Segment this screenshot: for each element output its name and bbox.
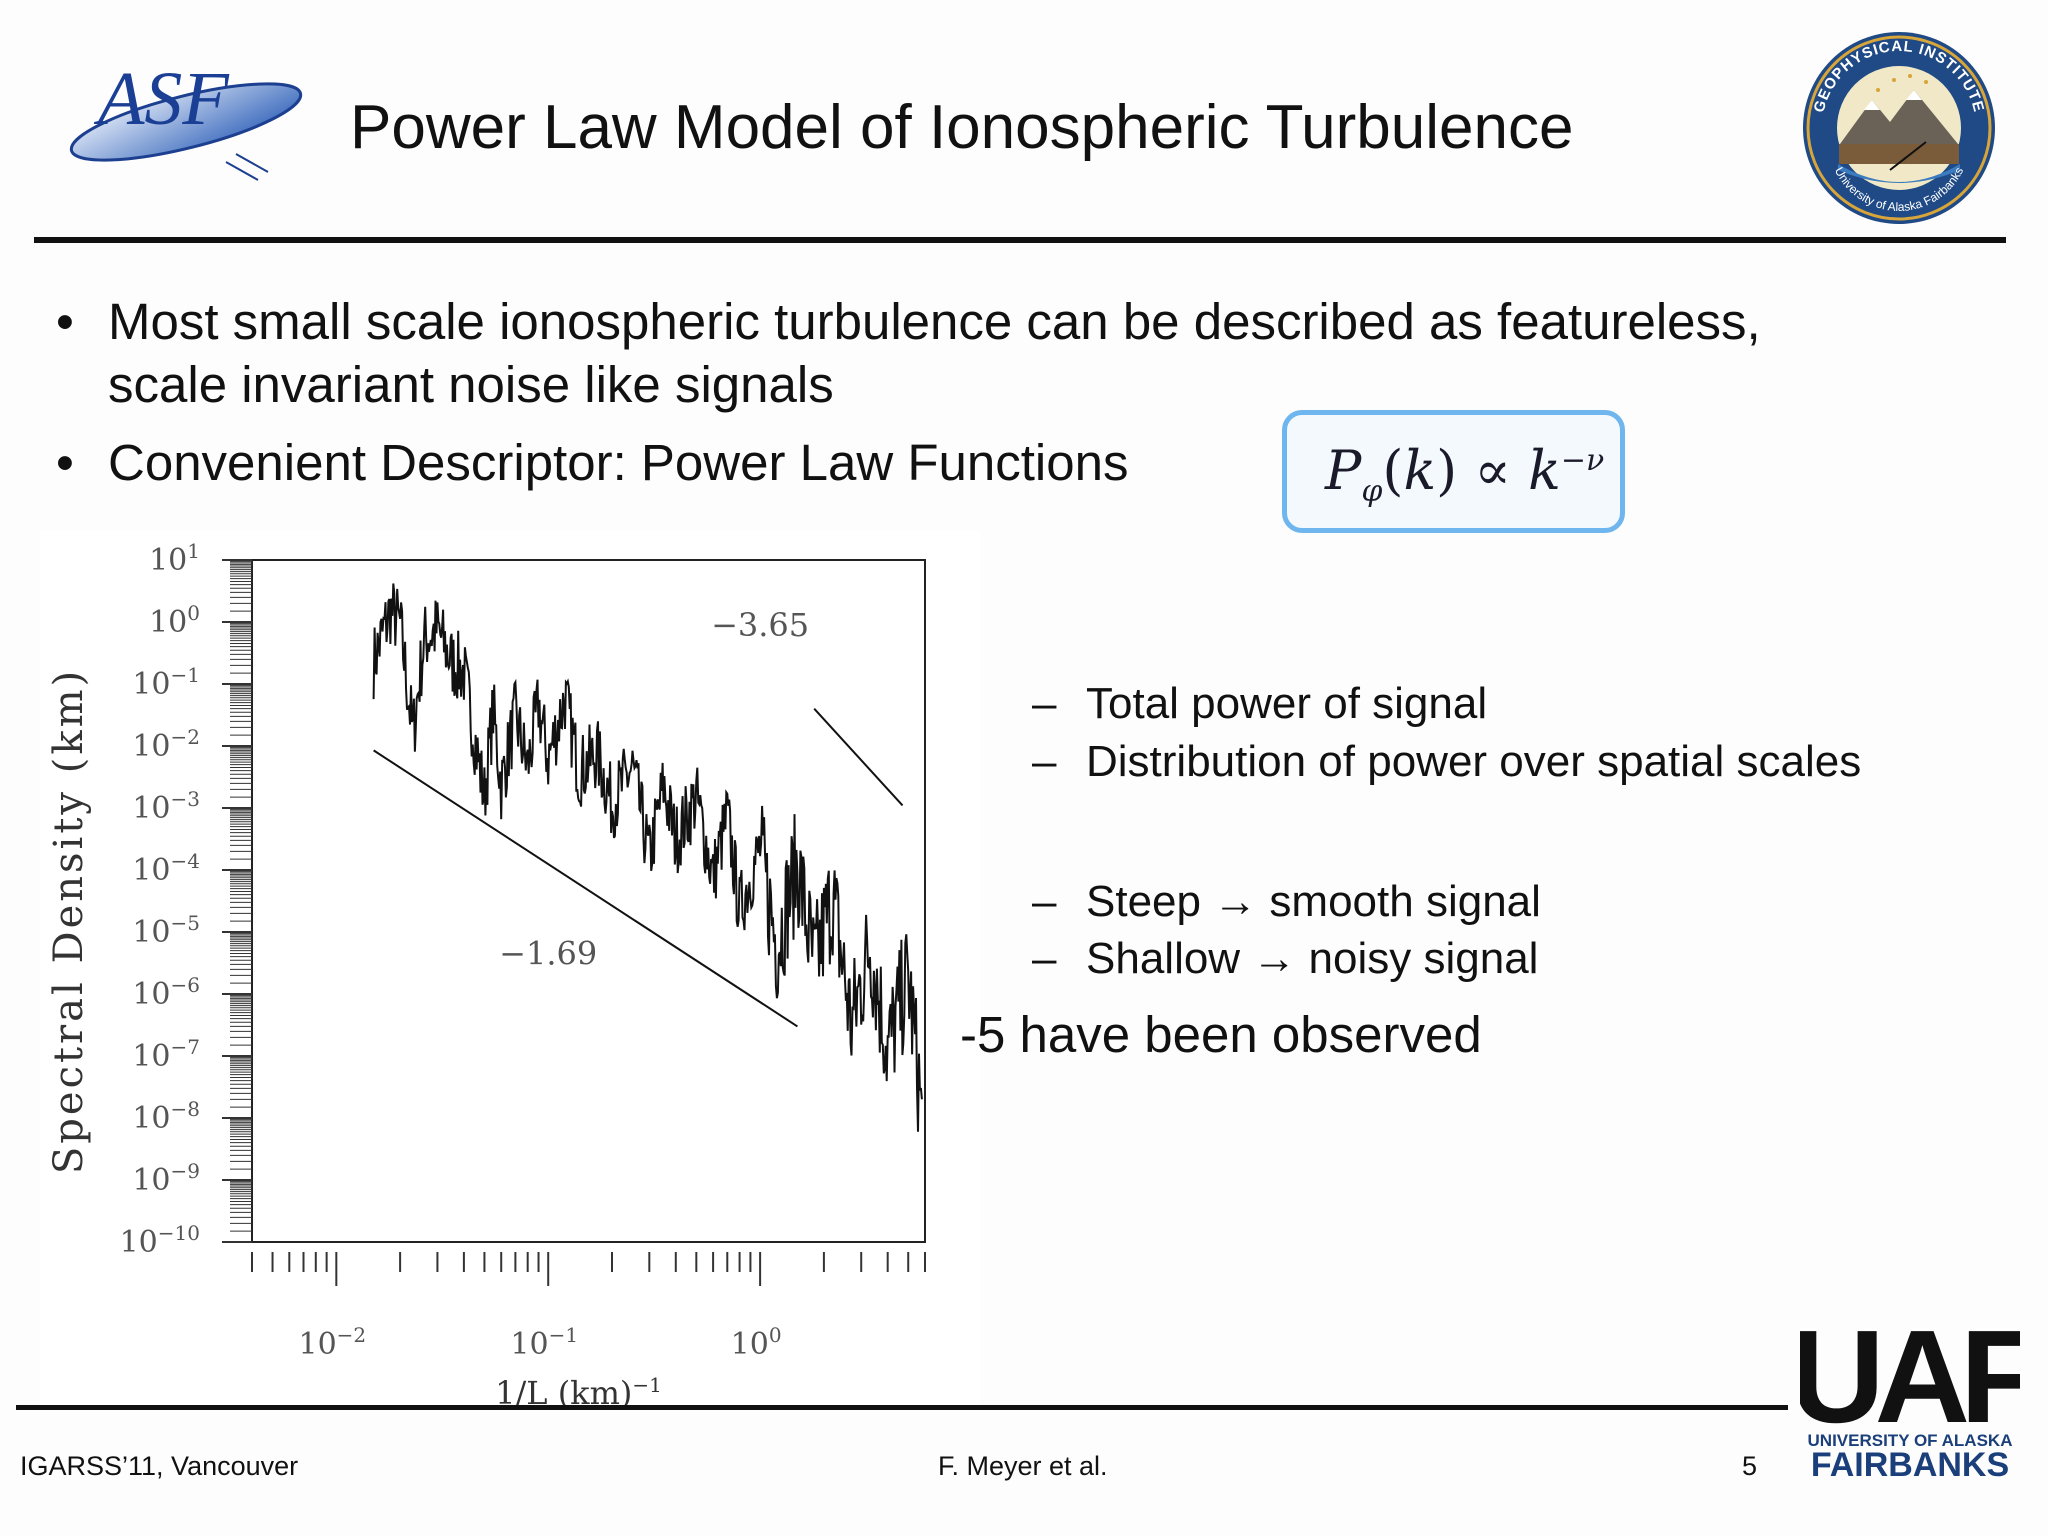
y-tick-label: 10−6 (132, 973, 200, 1012)
formula-k2: k (1528, 439, 1561, 502)
y-tick-label: 10−5 (132, 911, 200, 950)
x-tick-label: 100 (731, 1323, 782, 1362)
spectral-density-series (372, 583, 923, 1132)
y-tick-label: 10−1 (132, 663, 200, 702)
sub-item-text: Shallow → noisy signal (1086, 934, 1539, 983)
sub-item-text: Steep → smooth signal (1086, 877, 1541, 926)
y-tick-label: 10−7 (132, 1035, 200, 1074)
footer-conference: IGARSS’11, Vancouver (20, 1451, 299, 1481)
y-tick-label: 10−8 (132, 1097, 200, 1136)
plot-frame (251, 559, 926, 1243)
sub-item-text: Distribution of power over spatial scale… (1086, 737, 1862, 786)
y-tick-label: 10−3 (132, 787, 200, 826)
asf-logo-text: ASF (93, 57, 230, 141)
observed-text-fragment: -5 have been observed (960, 1006, 1482, 1063)
slope-annotation: −3.65 (711, 606, 809, 644)
dash: – (1032, 877, 1057, 926)
bullet-2: • Convenient Descriptor: Power Law Funct… (0, 431, 1280, 495)
bullet-dot: • (56, 293, 74, 350)
geophysical-institute-seal: GEOPHYSICAL INSTITUTE University of Alas… (1794, 30, 2004, 226)
footer-author: F. Meyer et al. (938, 1451, 1108, 1481)
slide-number: 5 (1742, 1451, 1758, 1481)
formula-p: P (1325, 439, 1362, 502)
y-tick-label: 10−10 (120, 1221, 200, 1260)
slope-annotation: −1.69 (499, 934, 597, 972)
sub-item-steep: – Steep → smooth signal (1032, 880, 1992, 930)
sub-item-shallow: – Shallow → noisy signal (1032, 937, 1992, 987)
dash: – (1032, 679, 1057, 728)
bullet-dot: • (56, 434, 74, 491)
formula-phi: φ (1361, 473, 1383, 509)
uaf-logo: UAF UNIVERSITY OF ALASKA FAIRBANKS (1789, 1303, 2046, 1490)
y-tick-label: 10−2 (132, 725, 200, 764)
y-tick-label: 10−9 (132, 1159, 200, 1198)
y-axis-label: Spectral Density (km) (46, 668, 92, 1174)
x-tick-label: 10−1 (510, 1323, 578, 1362)
chart-svg: 101 100 10−1 10−2 10−3 10−4 10−5 10−6 10−7 10−8 10… (46, 539, 926, 1412)
dash: – (1032, 934, 1057, 983)
slope-reference-line (373, 749, 798, 1028)
sub-item-total-power: – Total power of signal (1032, 682, 1992, 732)
y-tick-label: 101 (149, 539, 200, 578)
sub-item-distribution: – Distribution of power over spatial sca… (1032, 740, 2032, 790)
sub-item-text: Total power of signal (1086, 679, 1488, 728)
header-divider (34, 237, 2006, 243)
slope-reference-line (813, 707, 904, 807)
y-tick-label: 100 (149, 601, 200, 640)
footer-divider (16, 1405, 1788, 1410)
y-tick-label: 10−4 (132, 849, 200, 888)
formula-proportional: ∝ (1474, 439, 1511, 502)
bullet-2-text: Convenient Descriptor: Power Law Functio… (108, 434, 1129, 491)
formula-exponent: −ν (1560, 443, 1605, 478)
power-law-formula: Pφ(k) ∝ k−ν (1325, 439, 1605, 509)
spectral-density-chart: 101 100 10−1 10−2 10−3 10−4 10−5 10−6 10−7 10−8 10… (40, 530, 980, 1412)
uaf-logo-line-2: FAIRBANKS (1811, 1446, 2009, 1484)
uaf-logo-letters: UAF (1800, 1310, 2020, 1450)
dash: – (1032, 737, 1057, 786)
bullet-1-line-1: Most small scale ionospheric turbulence … (108, 293, 1761, 350)
bullet-1-continuation: scale invariant noise like signals (0, 353, 2048, 417)
uaf-logo-line-1: UNIVERSITY OF ALASKA (1808, 1431, 2013, 1450)
bullet-1: • Most small scale ionospheric turbulenc… (0, 290, 2048, 354)
asf-logo: ASF (36, 52, 306, 182)
x-tick-label: 10−2 (298, 1323, 366, 1362)
formula-k: k (1403, 439, 1437, 502)
slide-title: Power Law Model of Ionospheric Turbulenc… (350, 93, 1574, 162)
bullet-1-line-2: scale invariant noise like signals (108, 356, 834, 413)
power-law-formula-box: Pφ(k) ∝ k−ν (1282, 410, 1625, 533)
